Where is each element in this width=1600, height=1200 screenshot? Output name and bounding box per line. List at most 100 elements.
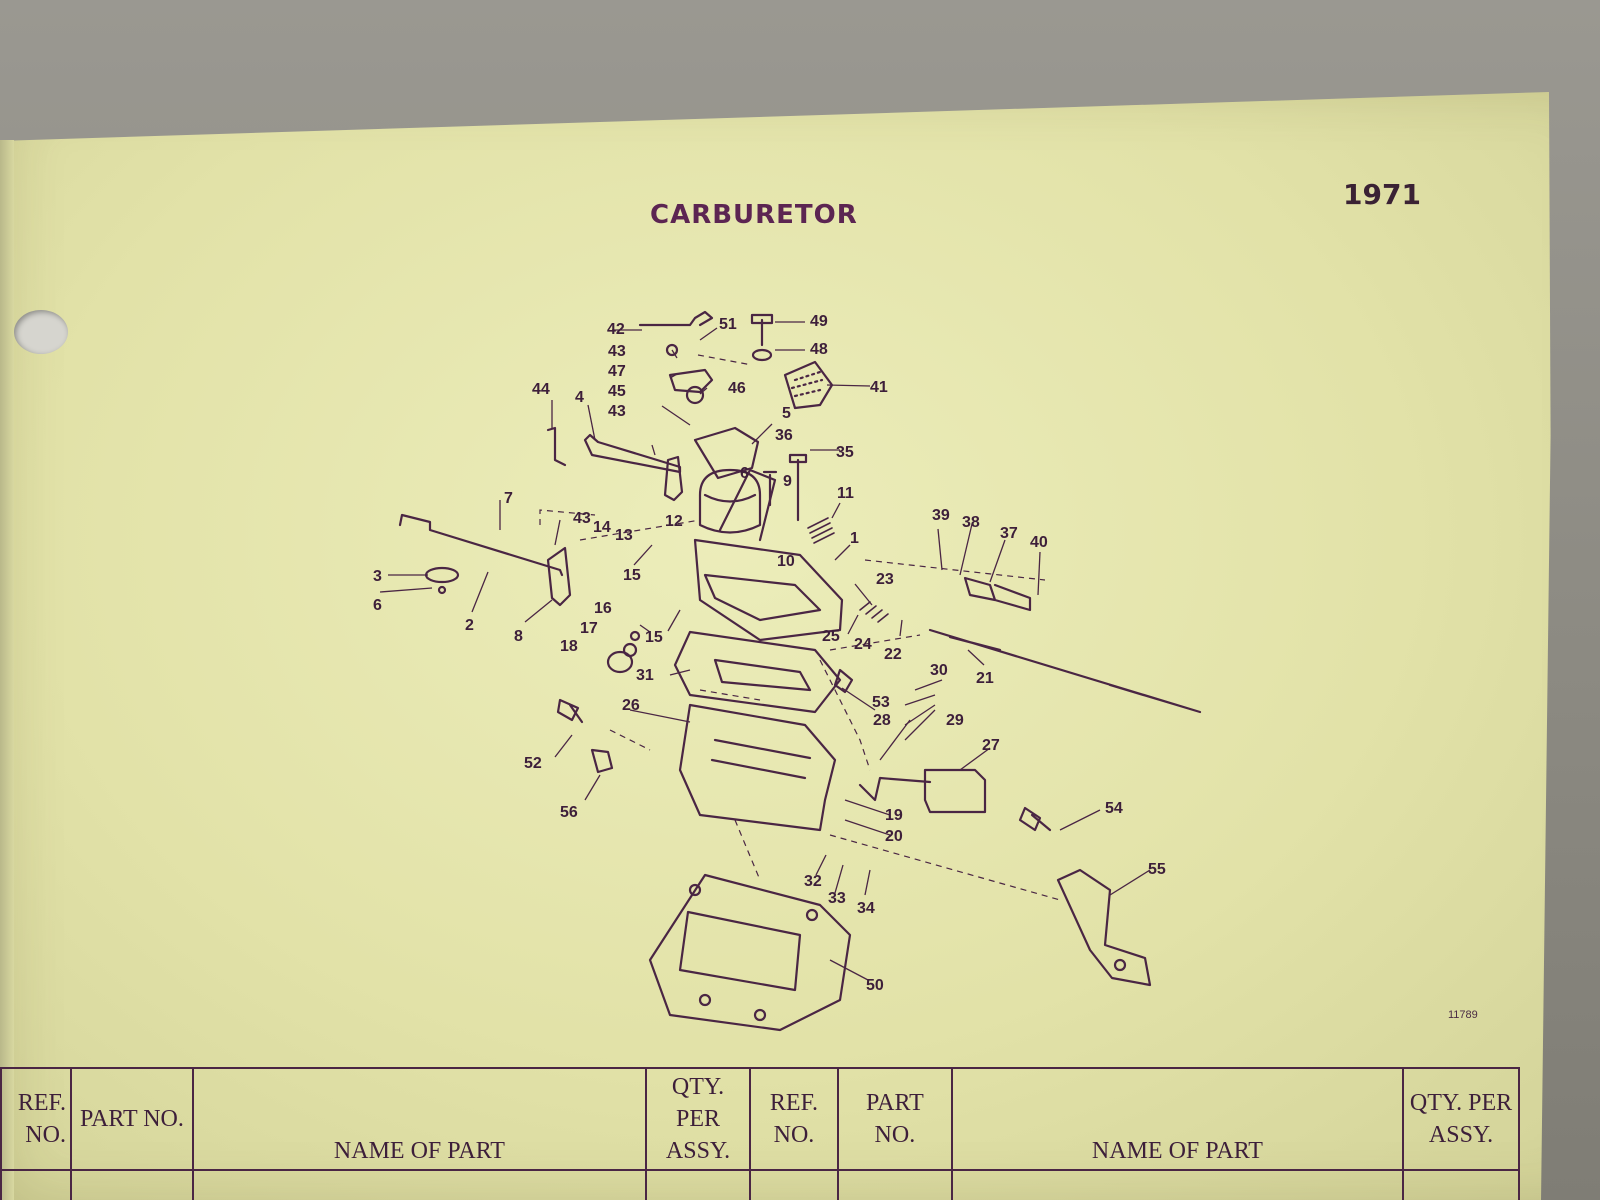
header-part-no-left: PART NO. bbox=[69, 1067, 194, 1171]
seat-17 bbox=[622, 642, 638, 658]
callout-19: 19 bbox=[885, 807, 903, 824]
callout-34: 34 bbox=[857, 900, 875, 917]
bolt-54 bbox=[1018, 806, 1052, 832]
callout-43c: 43 bbox=[573, 510, 591, 527]
bracket-hole bbox=[1113, 958, 1127, 972]
table-row bbox=[0, 1170, 1520, 1200]
callout-20: 20 bbox=[885, 828, 903, 845]
nut-top bbox=[665, 343, 679, 357]
callout-18: 18 bbox=[560, 638, 578, 655]
callout-2: 2 bbox=[465, 617, 474, 634]
choke-shaft bbox=[583, 433, 682, 474]
linkage-wire bbox=[638, 310, 714, 327]
callout-30: 30 bbox=[930, 662, 948, 679]
choke-barrel bbox=[698, 468, 762, 534]
ball-16 bbox=[629, 630, 641, 642]
bracket-55 bbox=[1056, 868, 1152, 987]
parts-table: REF. NO. PART NO. NAME OF PART QTY. PER … bbox=[0, 1067, 1520, 1200]
throttle-arm bbox=[546, 546, 572, 607]
leader-lines bbox=[379, 321, 1151, 981]
callout-50: 50 bbox=[866, 977, 884, 994]
catalog-page bbox=[6, 92, 1551, 1200]
callout-47: 47 bbox=[608, 363, 626, 380]
callout-42: 42 bbox=[607, 321, 625, 338]
callout-44: 44 bbox=[532, 381, 550, 398]
gasket-hole-b bbox=[698, 993, 712, 1007]
throttle-shaft bbox=[398, 513, 564, 577]
parts-table-header-row: REF. NO. PART NO. NAME OF PART QTY. PER … bbox=[0, 1067, 1520, 1171]
callout-48: 48 bbox=[810, 341, 828, 358]
callout-40: 40 bbox=[1030, 534, 1048, 551]
float-27 bbox=[923, 768, 987, 814]
callout-32: 32 bbox=[804, 873, 822, 890]
callout-36: 36 bbox=[775, 427, 793, 444]
callout-15a: 15 bbox=[623, 567, 641, 584]
callout-26: 26 bbox=[622, 697, 640, 714]
callout-49: 49 bbox=[810, 313, 828, 330]
callout-56: 56 bbox=[560, 804, 578, 821]
needle-knob bbox=[963, 576, 1032, 612]
screw-49 bbox=[750, 313, 774, 347]
callout-41: 41 bbox=[870, 379, 888, 396]
hidden-lines bbox=[539, 354, 1061, 901]
header-name-of-part-right: NAME OF PART bbox=[950, 1067, 1405, 1171]
callout-8: 8 bbox=[514, 628, 523, 645]
callout-27: 27 bbox=[982, 737, 1000, 754]
needle-valve bbox=[928, 628, 1202, 714]
plug-53 bbox=[833, 668, 854, 694]
callout-28: 28 bbox=[873, 712, 891, 729]
callout-53: 53 bbox=[872, 694, 890, 711]
grid-dots bbox=[790, 370, 824, 398]
callout-37: 37 bbox=[1000, 525, 1018, 542]
callout-6b: 6 bbox=[373, 597, 382, 614]
part-drawings bbox=[398, 310, 1202, 1032]
callout-7: 7 bbox=[504, 490, 513, 507]
gasket-hole-c bbox=[753, 1008, 767, 1022]
callout-38: 38 bbox=[962, 514, 980, 531]
callout-55: 55 bbox=[1148, 861, 1166, 878]
cam-follower bbox=[685, 385, 705, 405]
bolt-52 bbox=[556, 698, 584, 724]
lever-plate bbox=[668, 368, 714, 394]
header-name-of-part-left: NAME OF PART bbox=[191, 1067, 648, 1171]
callout-9: 9 bbox=[783, 473, 792, 490]
callout-4: 4 bbox=[575, 389, 584, 406]
gasket-hole-d bbox=[805, 908, 819, 922]
gasket-31 bbox=[673, 630, 842, 714]
callout-12: 12 bbox=[665, 513, 683, 530]
float-arm-28 bbox=[858, 776, 932, 802]
callout-10: 10 bbox=[777, 553, 795, 570]
callout-13: 13 bbox=[615, 527, 633, 544]
callout-52: 52 bbox=[524, 755, 542, 772]
callout-17: 17 bbox=[580, 620, 598, 637]
callout-31: 31 bbox=[636, 667, 654, 684]
header-qty-per-assy-right: QTY. PER ASSY. bbox=[1402, 1067, 1520, 1171]
gasket-hole-a bbox=[688, 883, 702, 897]
header-ref-no-right: REF. NO. bbox=[749, 1067, 839, 1171]
spring-11 bbox=[807, 517, 835, 544]
spring-23 bbox=[859, 601, 889, 623]
callout-3: 3 bbox=[373, 568, 382, 585]
callout-5: 5 bbox=[782, 405, 791, 422]
throttle-plate bbox=[424, 566, 460, 584]
callout-39: 39 bbox=[932, 507, 950, 524]
callout-14: 14 bbox=[593, 519, 611, 536]
choke-lever bbox=[663, 455, 684, 502]
link-rod bbox=[546, 426, 567, 467]
header-ref-no-left: REF. NO. bbox=[0, 1067, 72, 1171]
callout-43a: 43 bbox=[608, 343, 626, 360]
punch-hole bbox=[14, 310, 68, 354]
callout-15b: 15 bbox=[645, 629, 663, 646]
callout-33: 33 bbox=[828, 890, 846, 907]
float-chamber-26 bbox=[678, 703, 837, 832]
mounting-gasket-50 bbox=[648, 873, 852, 1032]
binder-edge bbox=[0, 140, 14, 1200]
callout-23: 23 bbox=[876, 571, 894, 588]
page-title: CARBURETOR bbox=[650, 200, 858, 230]
callout-11: 11 bbox=[837, 485, 854, 502]
callout-54: 54 bbox=[1105, 800, 1123, 817]
callout-45: 45 bbox=[608, 383, 626, 400]
callout-43b: 43 bbox=[608, 403, 626, 420]
callout-25: 25 bbox=[822, 628, 840, 645]
header-qty-per-assy-left: QTY. PER ASSY. bbox=[645, 1067, 751, 1171]
